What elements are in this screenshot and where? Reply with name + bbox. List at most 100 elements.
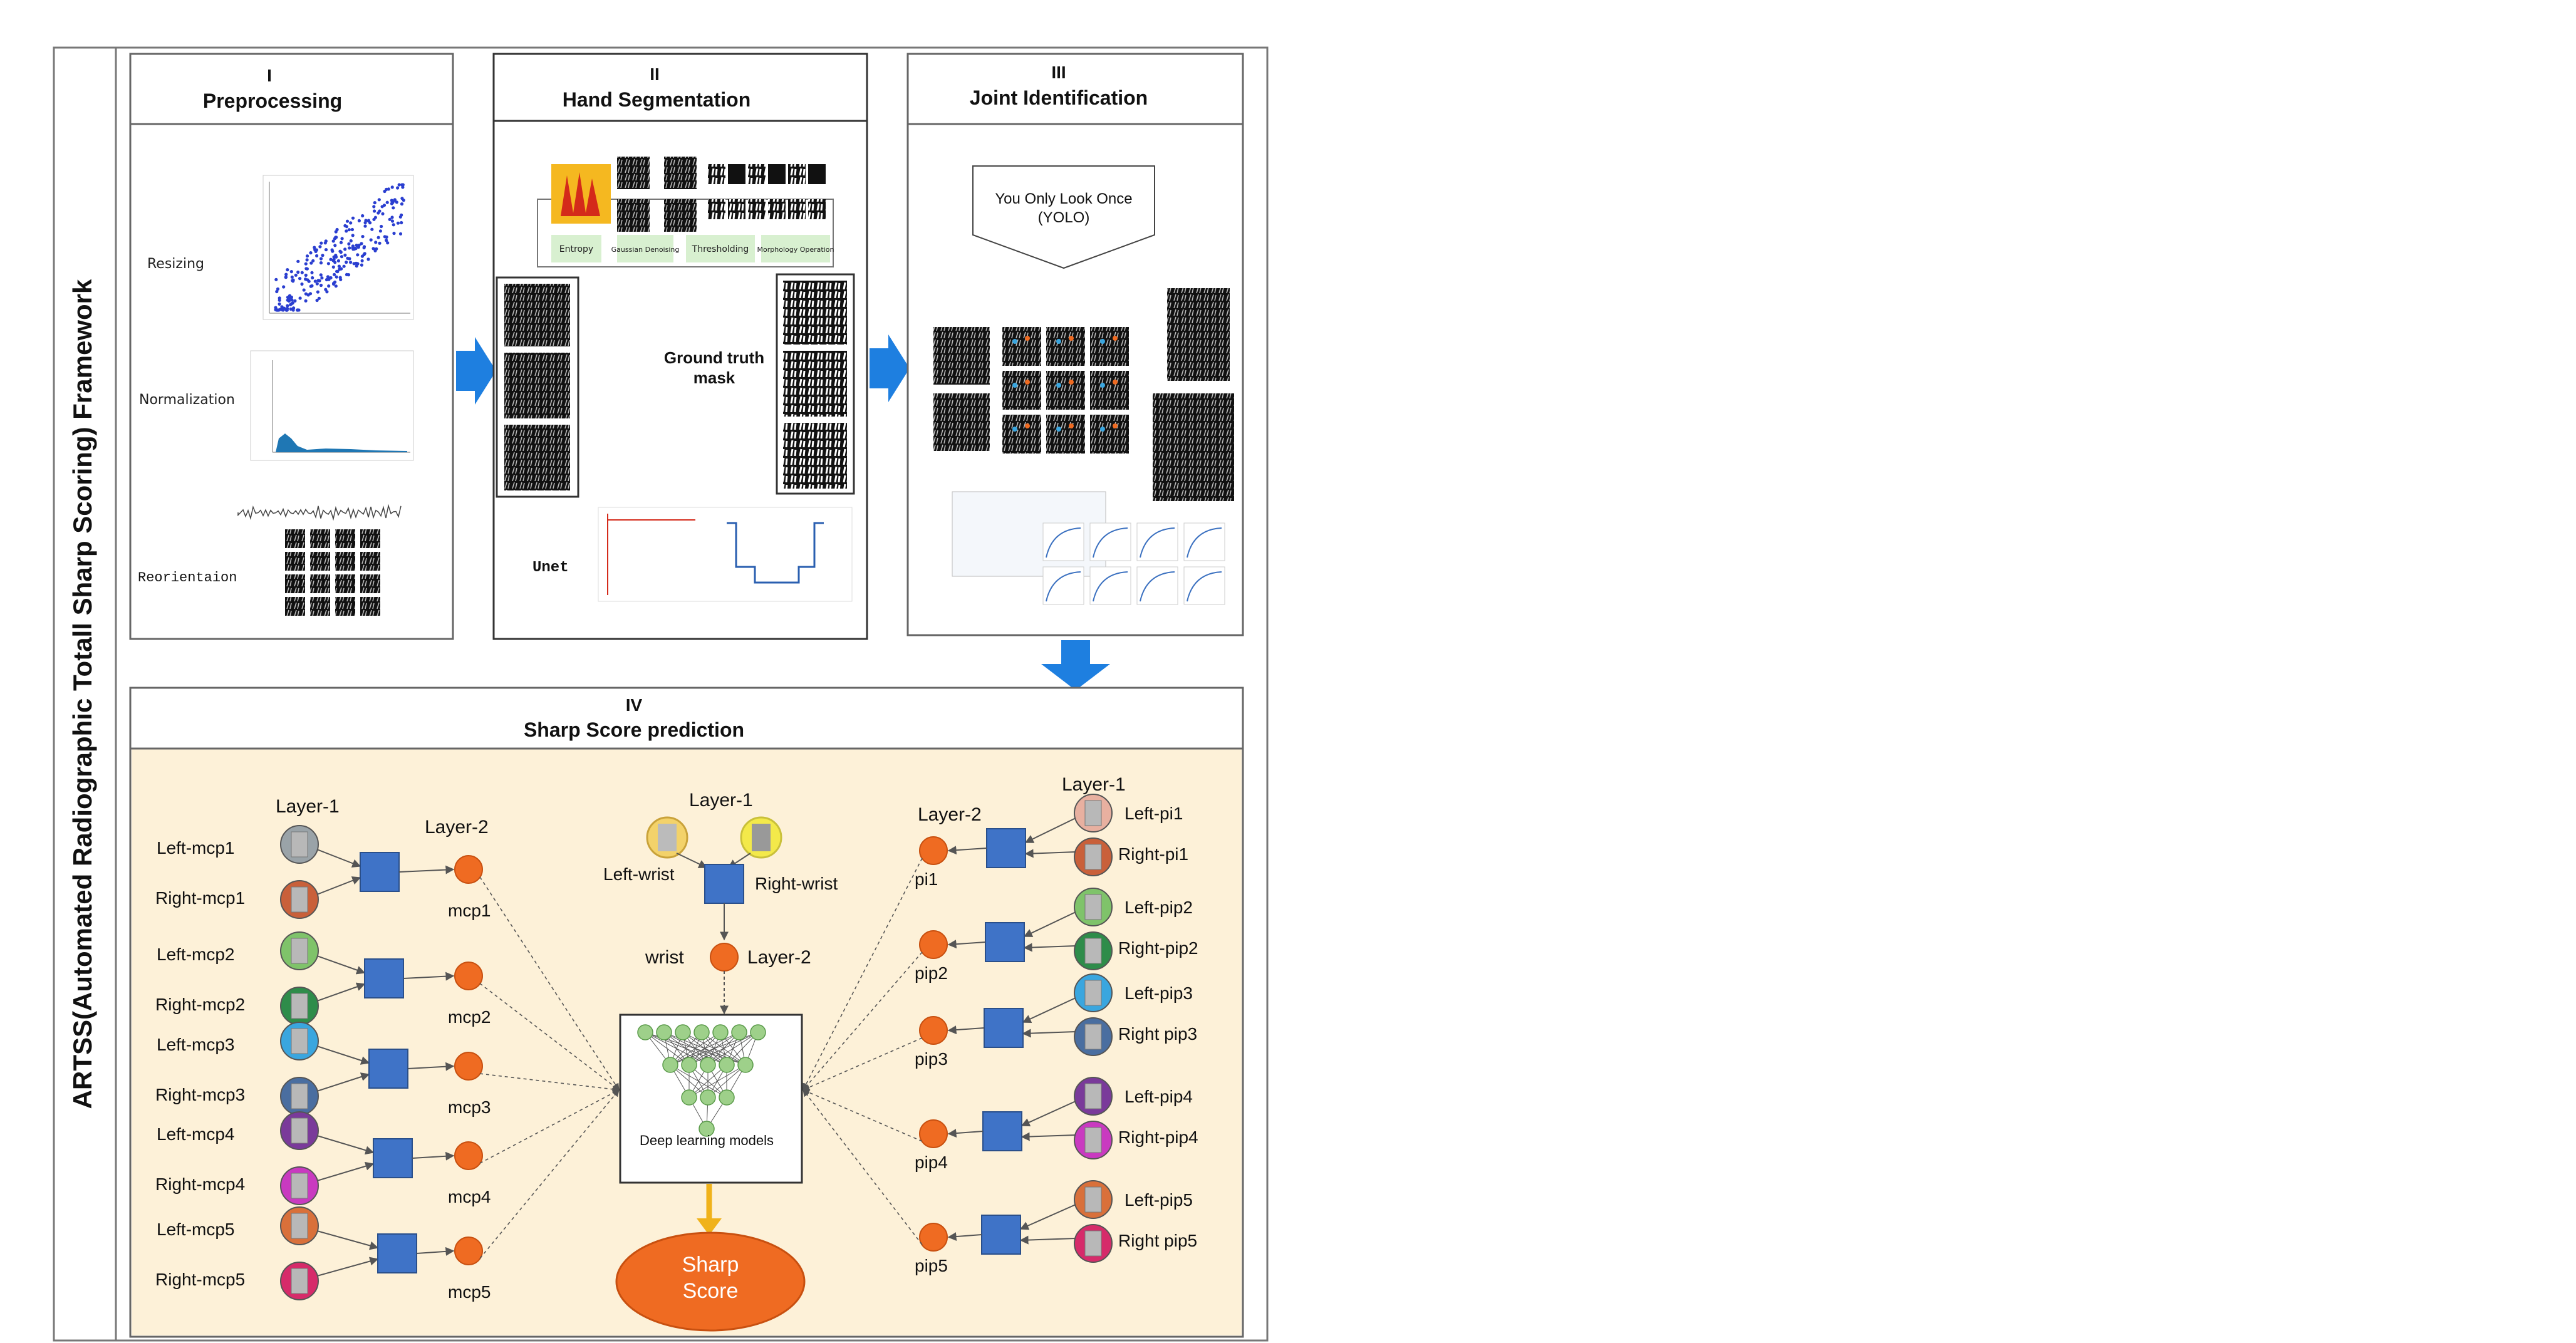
histogram-thumbnail <box>250 350 414 461</box>
yolo-label: You Only Look Once(YOLO) <box>995 190 1132 226</box>
panel-numeral: II <box>650 65 660 84</box>
aggregation-square <box>985 922 1025 962</box>
arrow-joint-to-score <box>1041 640 1110 690</box>
joint-label-right: Right-pip4 <box>1118 1128 1198 1147</box>
layer2-node-label: pip4 <box>915 1153 948 1172</box>
panel-title: Hand Segmentation <box>563 88 750 111</box>
pipeline-morphology: Morphology Operation <box>757 246 834 254</box>
right-wrist-label: Right-wrist <box>755 874 838 893</box>
mcp-groups: Left-mcp1Right-mcp1mcp1Left-mcp2Right-mc… <box>155 825 620 1302</box>
joint-label-right: Right pip5 <box>1118 1231 1197 1250</box>
layer2-label-right: Layer-2 <box>918 804 982 825</box>
layer1-label-left: Layer-1 <box>276 796 340 817</box>
pipeline-thresholding: Thresholding <box>692 244 749 254</box>
layer2-node-label: mcp5 <box>448 1282 491 1302</box>
joint-label-right: Right-pip2 <box>1118 938 1198 958</box>
scatter-thumbnail <box>262 175 414 320</box>
joint-label-left: Left-pip5 <box>1124 1190 1193 1210</box>
layer2-node <box>919 1016 948 1045</box>
joint-label-left: Left-mcp2 <box>157 945 235 964</box>
joint-label-left: Left-mcp1 <box>157 838 235 858</box>
aggregation-square <box>982 1111 1022 1151</box>
layer2-node <box>919 836 948 865</box>
arrow-segmentation-to-joint <box>870 334 910 402</box>
aggregation-square <box>981 1215 1021 1255</box>
joint-label-right: Right pip3 <box>1118 1024 1197 1044</box>
joint-label-right: Right-mcp4 <box>155 1174 245 1194</box>
unet-label: Unet <box>532 559 569 576</box>
step-reorientation: Reorientaion <box>138 570 237 586</box>
joint-label-right: Right-mcp5 <box>155 1270 245 1289</box>
wrist-layer2-label: Layer-2 <box>747 947 811 968</box>
layer2-node-label: mcp4 <box>448 1187 491 1206</box>
panel-preprocessing: I Preprocessing Resizing Normalization R… <box>129 53 454 640</box>
joint-label-left: Left-pi1 <box>1124 804 1183 823</box>
aggregation-square <box>984 1008 1024 1048</box>
model-label: Deep learning models <box>640 1133 774 1148</box>
pipeline-entropy: Entropy <box>559 244 593 254</box>
sharp-score-output <box>615 1232 806 1332</box>
step-normalization: Normalization <box>139 392 235 408</box>
joint-label-right: Right-pi1 <box>1118 844 1188 864</box>
deep-learning-model: Deep learning models <box>619 1014 803 1184</box>
left-wrist-label: Left-wrist <box>603 864 675 884</box>
arrow-preprocessing-to-segmentation <box>456 337 496 405</box>
aggregation-square <box>373 1138 413 1178</box>
layer2-node-label: pip3 <box>915 1049 948 1069</box>
layer2-node <box>454 1052 483 1081</box>
layer1-label-center: Layer-1 <box>689 790 753 811</box>
panel-sharp: IV Sharp Score prediction Layer-1 Layer-… <box>129 687 1244 1338</box>
layer2-label-left: Layer-2 <box>425 817 489 837</box>
layer2-node-label: pip5 <box>915 1256 948 1275</box>
panel-numeral: III <box>1051 63 1066 82</box>
layer2-node-label: pi1 <box>915 869 938 889</box>
pipeline-gaussian: Gaussian Denoising <box>611 246 680 254</box>
wrist-square <box>704 864 744 904</box>
joint-label-left: Left-mcp5 <box>157 1220 235 1239</box>
layer2-node-label: mcp2 <box>448 1007 491 1027</box>
yolo-box <box>972 165 1155 269</box>
layer2-node <box>919 930 948 959</box>
joint-label-left: Left-mcp4 <box>157 1124 235 1144</box>
panel-joint: III Joint Identification You Only Look O… <box>906 53 1244 636</box>
joint-label-left: Left-pip4 <box>1124 1087 1193 1106</box>
wrist-group: Left-wrist Right-wrist wrist Layer-2 <box>603 816 838 1015</box>
layer2-node-label: pip2 <box>915 963 948 983</box>
aggregation-square <box>368 1049 408 1089</box>
panel-numeral: IV <box>626 695 643 715</box>
aggregation-square <box>377 1233 417 1273</box>
layer2-node <box>919 1119 948 1148</box>
joint-label-left: Left-pip3 <box>1124 983 1193 1003</box>
layer2-node <box>454 855 483 884</box>
step-resizing: Resizing <box>147 256 204 272</box>
joint-label-right: Right-mcp1 <box>155 888 245 908</box>
aggregation-square <box>360 852 400 892</box>
panel-numeral: I <box>267 66 272 85</box>
wrist-node-label: wrist <box>645 947 684 968</box>
joint-label-right: Right-mcp2 <box>155 995 245 1014</box>
panel-title: Sharp Score prediction <box>524 718 744 741</box>
reorientation-thumbnails <box>237 504 402 616</box>
joint-label-right: Right-mcp3 <box>155 1085 245 1104</box>
layer2-node <box>454 1237 483 1265</box>
panel-title: Joint Identification <box>970 86 1148 109</box>
panel-segmentation: II Hand Segmentation Entropy Gaussian De… <box>492 53 868 640</box>
joint-label-left: Left-pip2 <box>1124 898 1193 917</box>
aggregation-square <box>986 828 1026 868</box>
wrist-node <box>710 943 739 972</box>
layer2-node <box>919 1223 948 1252</box>
